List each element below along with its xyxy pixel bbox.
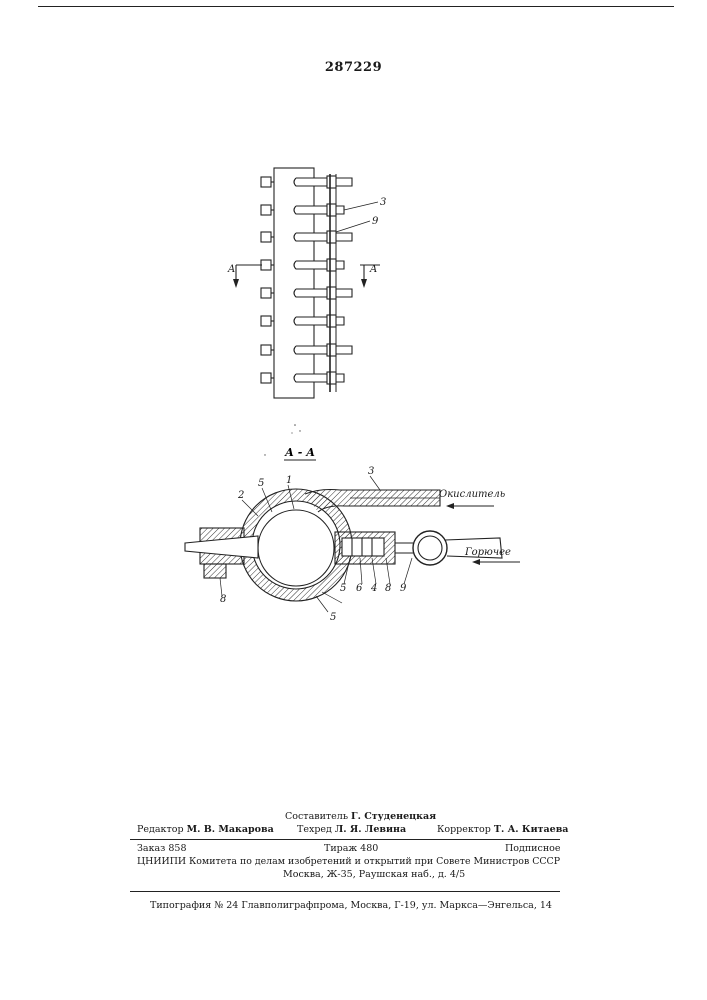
- fig2-label-4: 4: [370, 583, 377, 594]
- subscription-note: Подписное: [505, 843, 561, 854]
- order-number: Заказ 858: [137, 843, 187, 854]
- fig2-label-5-bottom: 5: [330, 612, 336, 623]
- print-run: Тираж 480: [324, 843, 378, 854]
- manifold-body: [274, 168, 314, 398]
- burner-unit: [261, 344, 352, 356]
- burner-unit: [261, 231, 352, 243]
- printing-house: Типография № 24 Главполиграфпрома, Москв…: [150, 900, 552, 911]
- fig2-label-5-right: 5: [340, 583, 346, 594]
- burner-unit: [261, 287, 352, 299]
- imprint-divider-top: [130, 839, 560, 840]
- fig2-label-9: 9: [400, 583, 407, 594]
- fig1-label-9: 9: [372, 216, 379, 227]
- techred-line: Техред Л. Я. Левина: [297, 824, 406, 835]
- oxidizer-label: Окислитель: [439, 489, 505, 500]
- section-mark-left: A: [227, 264, 235, 275]
- fig2-label-1: 1: [286, 475, 292, 486]
- fuel-label: Горючее: [464, 547, 511, 558]
- section-mark-right: A: [369, 264, 377, 275]
- fig2-label-8-right: 8: [385, 583, 391, 594]
- editor-line: Редактор М. В. Макарова: [137, 824, 274, 835]
- figure-1-manifold: [233, 168, 380, 398]
- institute-line: ЦНИИПИ Комитета по делам изобретений и о…: [137, 856, 560, 867]
- fig2-label-2: 2: [237, 490, 244, 501]
- central-tube: [258, 510, 334, 586]
- fig2-label-3: 3: [368, 466, 374, 477]
- address-line: Москва, Ж-35, Раушская наб., д. 4/5: [283, 869, 465, 880]
- fig2-label-6: 6: [356, 583, 363, 594]
- corrector-line: Корректор Т. А. Китаева: [437, 824, 568, 835]
- imprint-divider-bottom: [130, 891, 560, 892]
- left-nozzle: [185, 536, 258, 558]
- burner-unit: [261, 176, 352, 188]
- fig2-label-8-left: 8: [220, 594, 226, 605]
- fig1-label-3: 3: [380, 197, 386, 208]
- fig2-label-5-top: 5: [258, 478, 264, 489]
- compiler-line: Составитель Г. Студенецкая: [285, 811, 436, 822]
- burner-row: [261, 176, 352, 384]
- section-title: А - А: [284, 446, 315, 459]
